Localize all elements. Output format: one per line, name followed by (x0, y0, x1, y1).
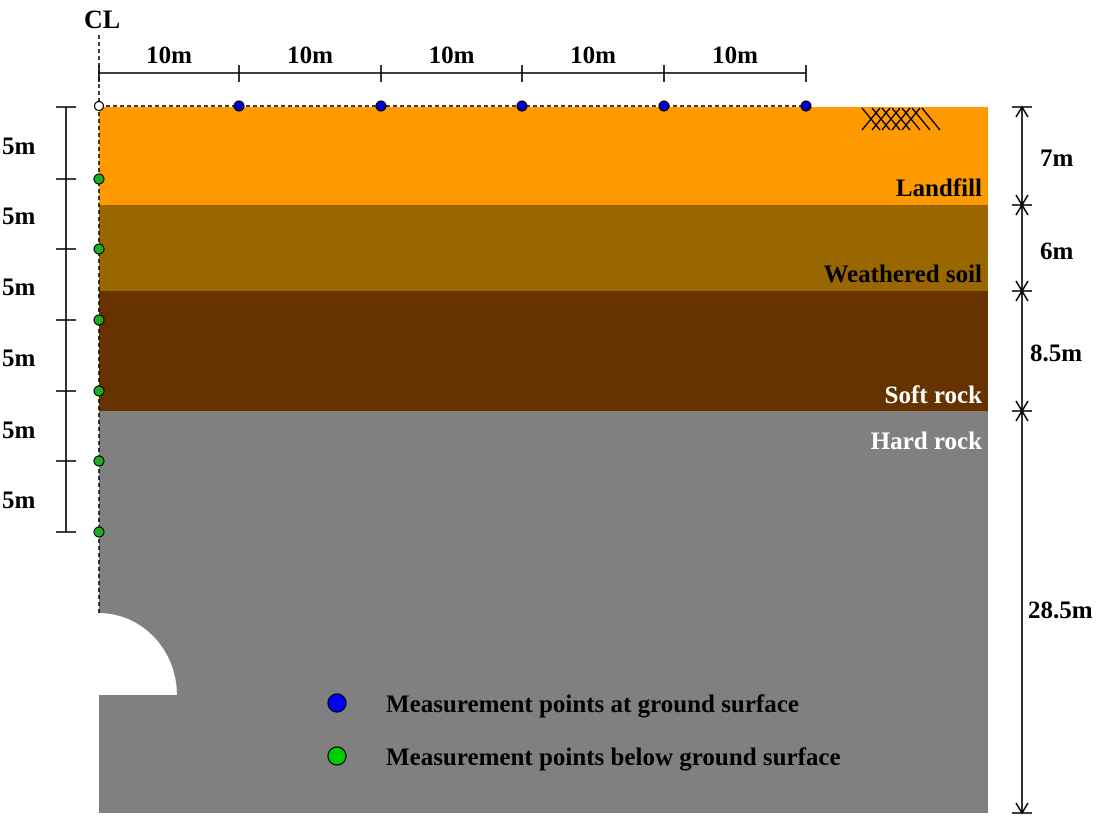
legend-depth-label: Measurement points below ground surface (386, 744, 841, 771)
top-spacing-label: 10m (287, 42, 333, 69)
surface-measurement-point (800, 100, 812, 112)
layer-label-weathered-soil: Weathered soil (823, 261, 982, 288)
centerline-label: CL (84, 5, 120, 34)
top-spacing-label: 10m (429, 42, 475, 69)
left-spacing-label: 5m (2, 345, 36, 372)
right-arrowhead (1015, 409, 1029, 422)
depth-measurement-point (93, 385, 105, 397)
left-spacing-label: 5m (2, 274, 36, 301)
left-spacing-label: 5m (2, 203, 36, 230)
depth-measurement-point (93, 455, 105, 467)
tunnel-opening (99, 613, 177, 695)
ground-hatch-symbol (861, 107, 941, 131)
layer-thickness-label: 6m (1040, 238, 1074, 265)
depth-measurement-point (93, 314, 105, 326)
layer-soft-rock (99, 291, 988, 411)
right-arrowhead (1015, 203, 1029, 216)
layer-thickness-label: 7m (1040, 145, 1074, 172)
right-dimension: 7m 6m 8.5m 28.5m (1012, 105, 1093, 815)
surface-measurement-point (658, 100, 670, 112)
legend-depth-marker (327, 746, 347, 766)
top-spacing-label: 10m (146, 42, 192, 69)
left-spacing-label: 5m (2, 133, 36, 160)
layer-thickness-label: 8.5m (1030, 340, 1082, 367)
surface-measurement-point (375, 100, 387, 112)
layer-label-landfill: Landfill (896, 175, 982, 202)
depth-measurement-point (93, 526, 105, 538)
surface-measurement-point (516, 100, 528, 112)
layer-label-soft-rock: Soft rock (885, 382, 983, 409)
depth-measurement-points (93, 173, 105, 538)
right-arrowhead (1015, 802, 1029, 815)
depth-measurement-point (93, 243, 105, 255)
top-dimension-labels: 10m 10m 10m 10m 10m (146, 42, 758, 69)
top-spacing-label: 10m (570, 42, 616, 69)
origin-point (93, 100, 105, 112)
top-dimension-ticks (98, 65, 807, 82)
left-spacing-label: 5m (2, 487, 36, 514)
layer-thickness-label: 28.5m (1028, 597, 1093, 624)
surface-measurement-points (233, 100, 812, 112)
legend-surface-marker (327, 693, 347, 713)
right-arrowhead (1015, 289, 1029, 302)
legend-surface-label: Measurement points at ground surface (386, 691, 799, 718)
depth-measurement-point (93, 173, 105, 185)
left-dimension-labels: 5m 5m 5m 5m 5m 5m (2, 133, 36, 514)
layer-hard-rock (99, 411, 988, 813)
right-arrowhead (1015, 105, 1029, 118)
layer-landfill (99, 107, 988, 205)
layer-label-hard-rock: Hard rock (871, 428, 982, 455)
left-spacing-label: 5m (2, 417, 36, 444)
surface-measurement-point (233, 100, 245, 112)
top-spacing-label: 10m (712, 42, 758, 69)
left-dimension-ticks (56, 106, 76, 533)
layer-weathered-soil (99, 205, 988, 291)
